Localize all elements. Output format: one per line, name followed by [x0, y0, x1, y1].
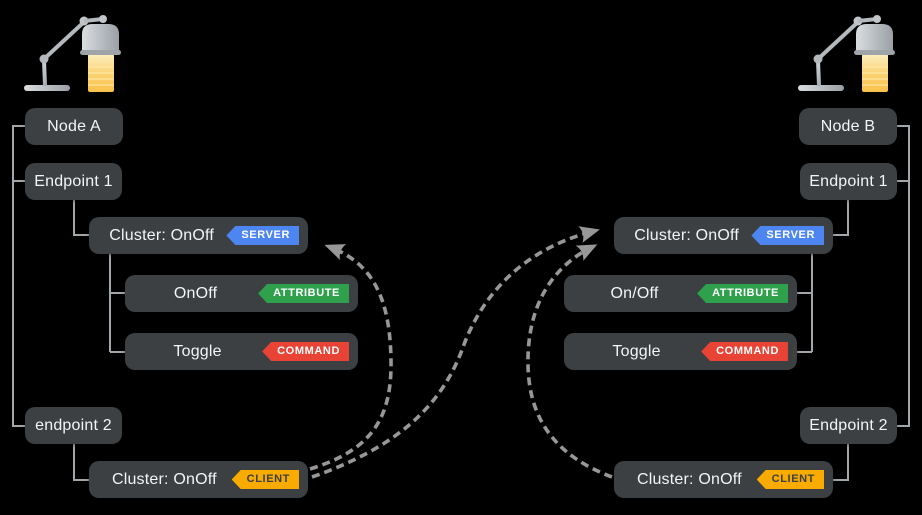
node-a-onoff-attribute-box: OnOff ATTRIBUTE — [125, 275, 358, 312]
endpoint-2-label: endpoint 2 — [35, 416, 112, 434]
node-a-toggle-command-box: Toggle COMMAND — [125, 333, 358, 370]
client-badge: CLIENT — [231, 470, 299, 489]
server-badge: SERVER — [751, 226, 824, 245]
onoff-attribute-label: OnOff — [173, 284, 218, 302]
attribute-badge: ATTRIBUTE — [697, 284, 788, 303]
client-badge: CLIENT — [756, 470, 824, 489]
onoff-attribute-label: On/Off — [610, 284, 659, 302]
cluster-onoff-label: Cluster: OnOff — [109, 226, 215, 244]
node-b-box: Node B — [799, 108, 897, 145]
node-b-onoff-client-cluster-box: Cluster: OnOff CLIENT — [614, 461, 833, 498]
cluster-onoff-label: Cluster: OnOff — [111, 470, 217, 488]
cluster-onoff-label: Cluster: OnOff — [634, 226, 740, 244]
endpoint-1-label: Endpoint 1 — [809, 172, 888, 190]
node-b-onoff-attribute-box: On/Off ATTRIBUTE — [564, 275, 797, 312]
command-badge: COMMAND — [262, 342, 349, 361]
cluster-onoff-label: Cluster: OnOff — [636, 470, 742, 488]
node-a-label: Node A — [47, 117, 101, 135]
node-a-box: Node A — [25, 108, 123, 145]
tree-connector-left — [12, 125, 125, 481]
node-b-endpoint-1-box: Endpoint 1 — [800, 163, 897, 200]
node-a-onoff-client-cluster-box: Cluster: OnOff CLIENT — [89, 461, 308, 498]
desk-lamp-icon — [22, 13, 123, 94]
node-a-endpoint-2-box: endpoint 2 — [25, 407, 122, 444]
endpoint-2-label: Endpoint 2 — [809, 416, 888, 434]
node-a-endpoint-1-box: Endpoint 1 — [25, 163, 122, 200]
node-b-endpoint-2-box: Endpoint 2 — [800, 407, 897, 444]
node-a-onoff-server-cluster-box: Cluster: OnOff SERVER — [89, 217, 308, 254]
binding-arrow-leftclient-to-rightserver — [311, 226, 600, 479]
toggle-command-label: Toggle — [612, 342, 661, 360]
tree-connector-right — [797, 125, 910, 481]
server-badge: SERVER — [226, 226, 299, 245]
binding-arrow-leftclient-to-leftserver — [309, 244, 393, 471]
node-b-onoff-server-cluster-box: Cluster: OnOff SERVER — [614, 217, 833, 254]
attribute-badge: ATTRIBUTE — [258, 284, 349, 303]
toggle-command-label: Toggle — [173, 342, 222, 360]
binding-arrow-rightclient-to-rightserver — [526, 244, 613, 479]
command-badge: COMMAND — [701, 342, 788, 361]
node-b-label: Node B — [820, 117, 876, 135]
desk-lamp-icon — [796, 13, 897, 94]
endpoint-1-label: Endpoint 1 — [34, 172, 113, 190]
node-b-toggle-command-box: Toggle COMMAND — [564, 333, 797, 370]
